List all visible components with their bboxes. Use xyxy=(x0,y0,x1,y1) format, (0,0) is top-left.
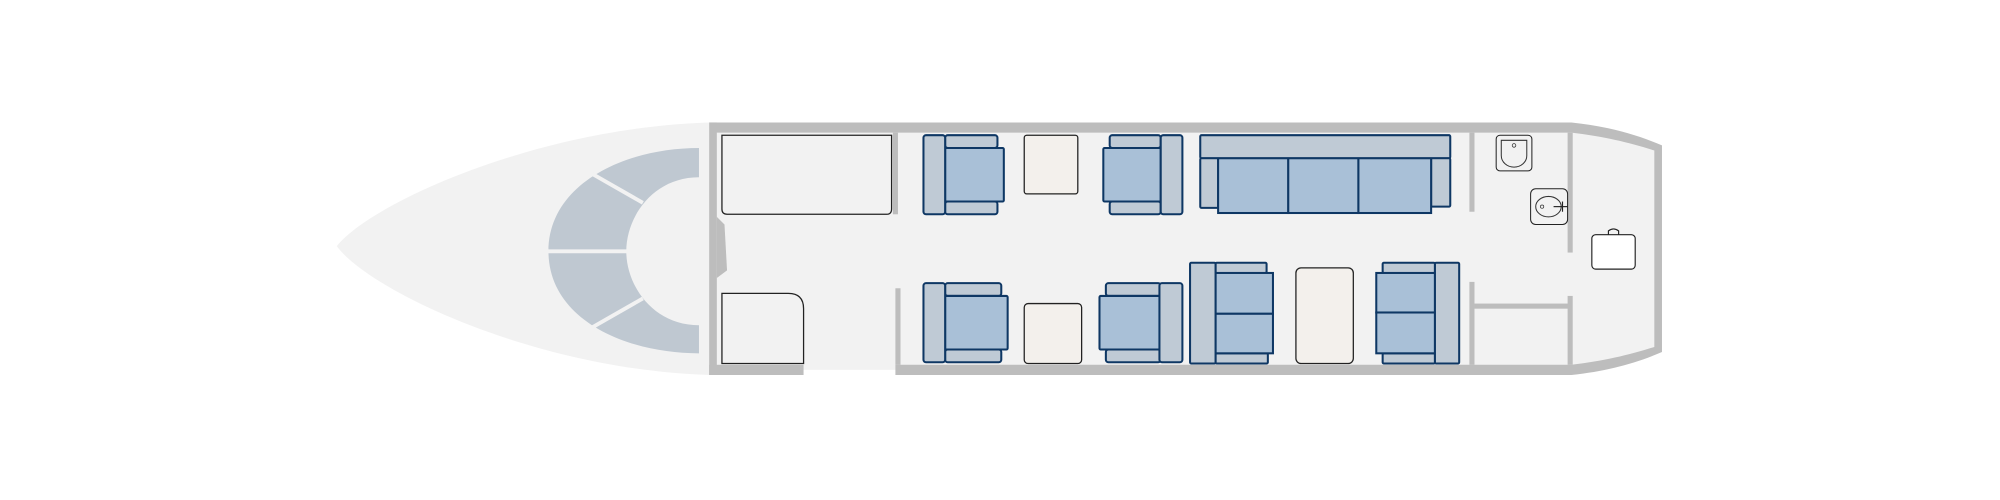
dining-table xyxy=(1295,267,1354,365)
partition xyxy=(895,288,901,365)
partition xyxy=(1567,295,1573,365)
luggage-icon xyxy=(1591,228,1636,270)
toilet-icon xyxy=(1495,134,1533,172)
partition xyxy=(1469,132,1475,212)
club-seat[interactable] xyxy=(922,282,1009,364)
three-place-divan[interactable] xyxy=(1199,134,1452,215)
partition xyxy=(892,132,898,215)
galley-counter xyxy=(721,134,893,215)
partition xyxy=(1567,132,1573,253)
fuselage-walls xyxy=(709,122,1662,376)
sink-icon xyxy=(1530,188,1569,225)
side-table xyxy=(1023,302,1083,365)
club-seat[interactable] xyxy=(1098,282,1184,364)
galley-cabinet xyxy=(721,292,805,365)
partition xyxy=(1469,281,1475,365)
club-seat[interactable] xyxy=(1102,134,1184,216)
club-seat[interactable] xyxy=(922,134,1005,216)
double-seat[interactable] xyxy=(1375,261,1461,365)
side-table xyxy=(1023,134,1079,195)
partition xyxy=(1474,303,1569,309)
divan-sofa xyxy=(545,147,699,354)
double-seat[interactable] xyxy=(1189,261,1274,365)
